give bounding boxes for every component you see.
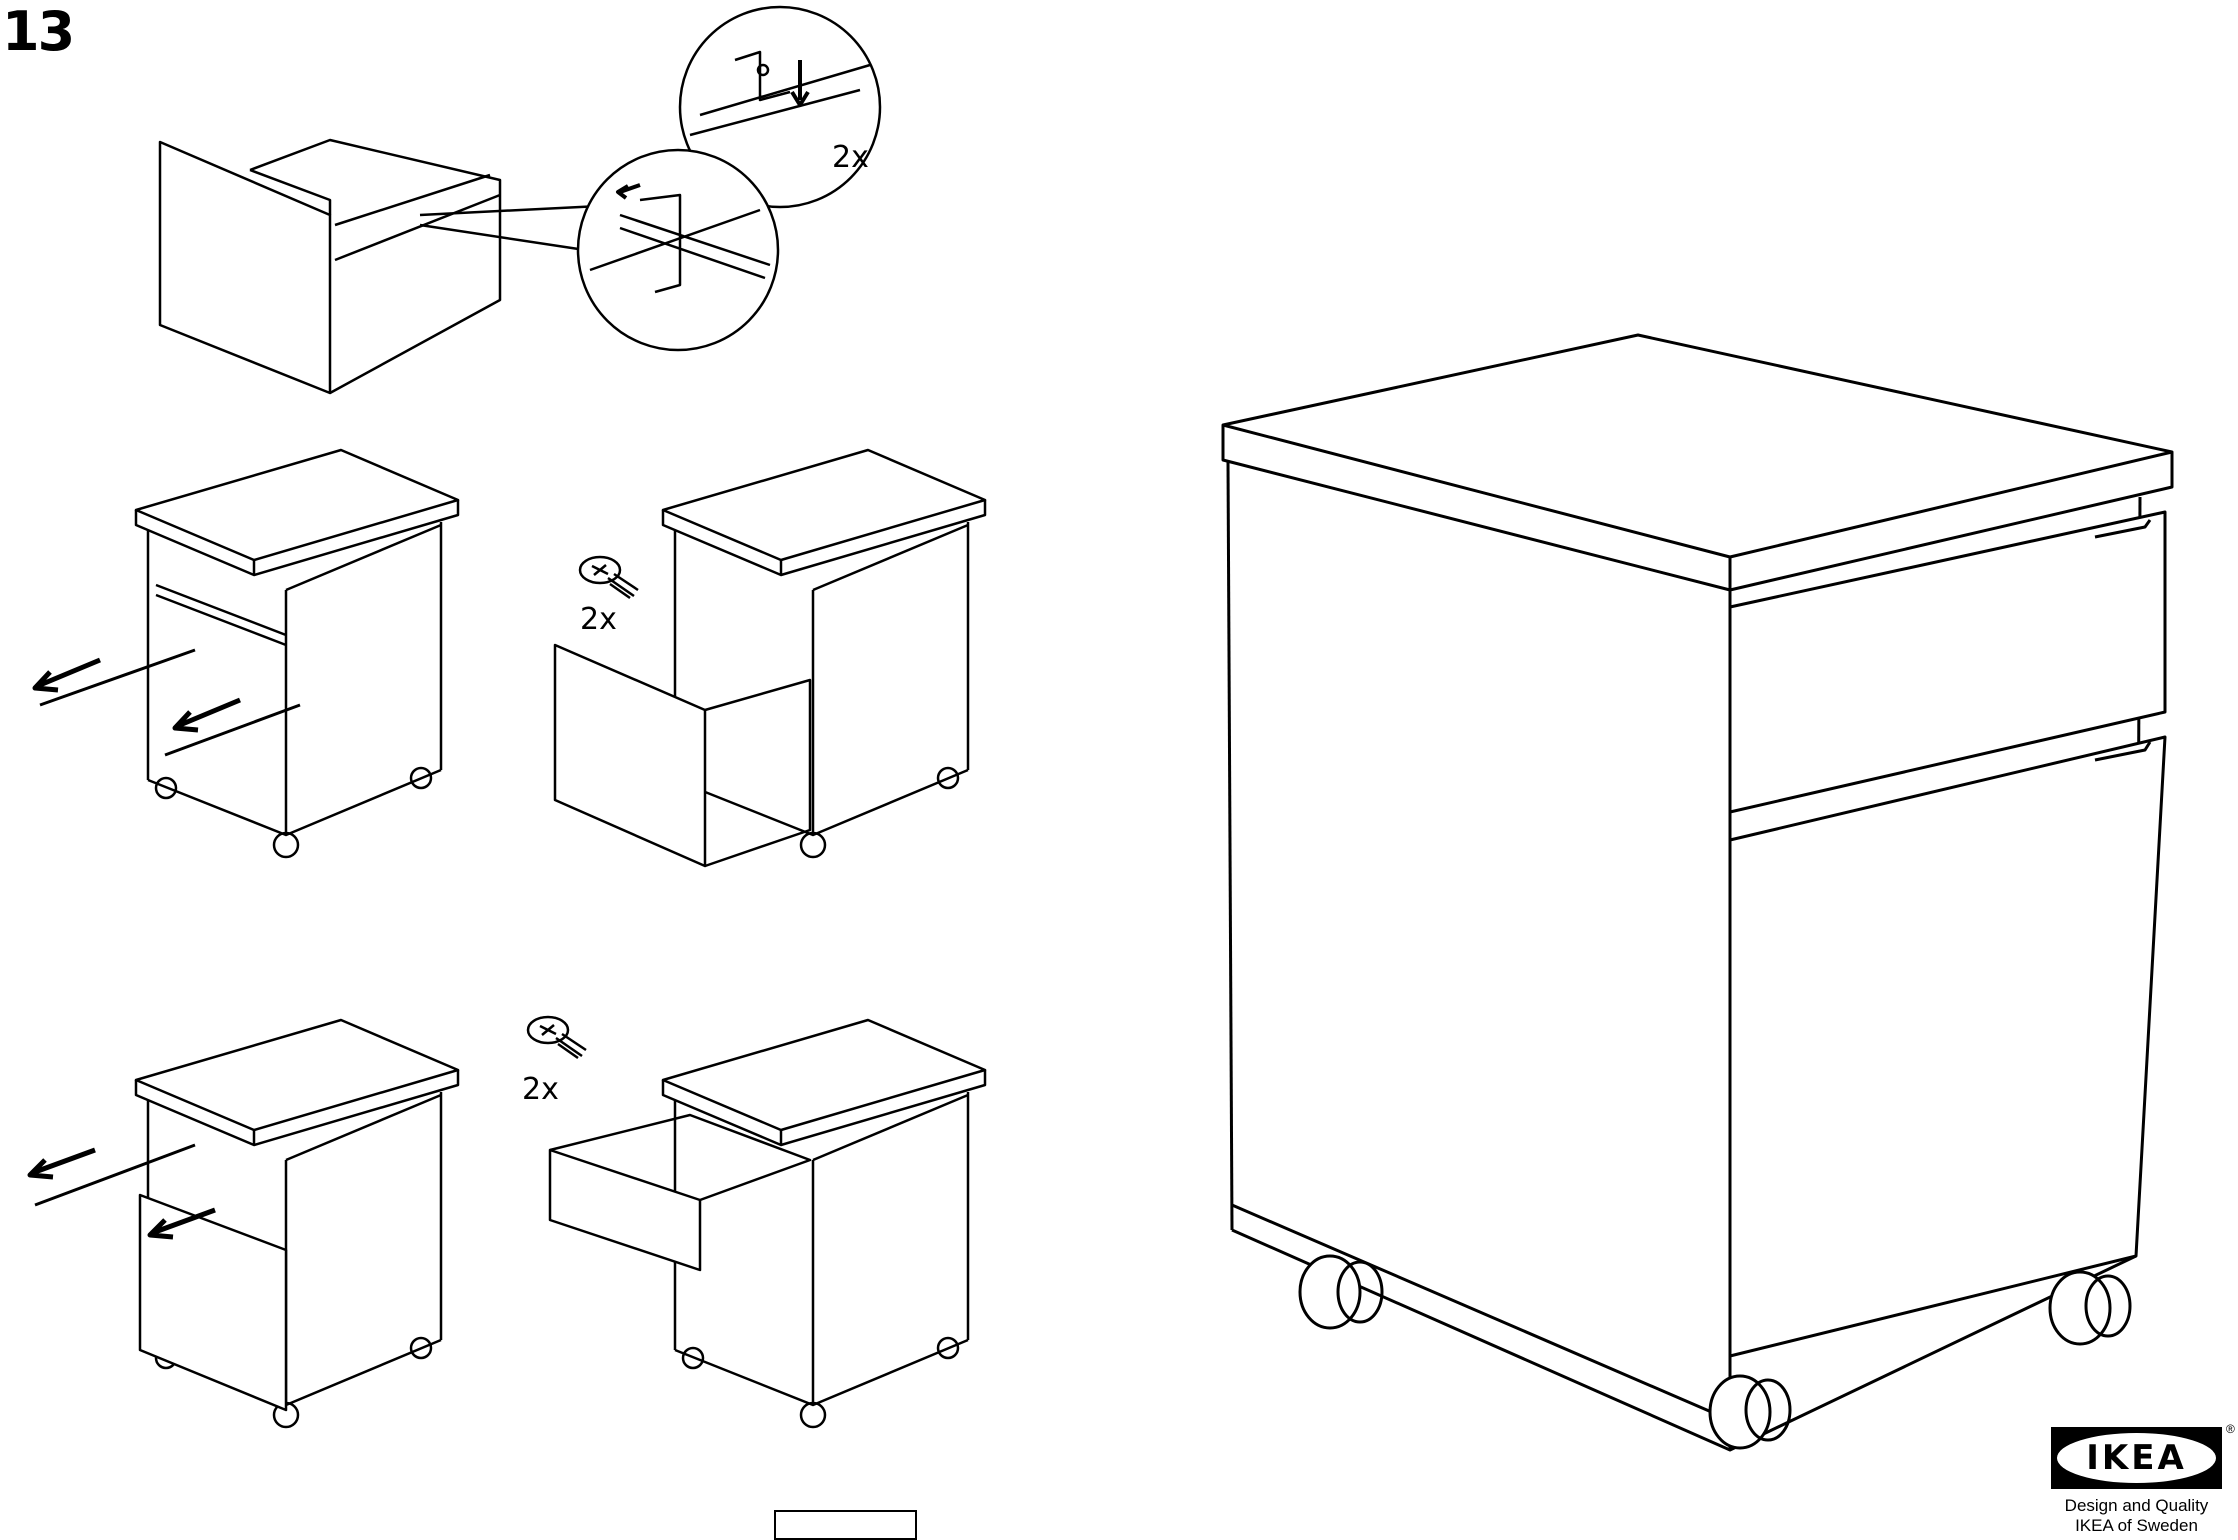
slide-arrows-c <box>27 1143 216 1240</box>
quantity-label-screw: 2x <box>580 602 617 637</box>
logo-text: IKEA <box>2086 1438 2187 1478</box>
cabinet-step-d <box>661 1018 987 1429</box>
registered-mark: ® <box>2226 1422 2235 1436</box>
screw-icon <box>526 1015 588 1060</box>
drawer-illustration <box>158 138 621 395</box>
cabinet-step-b <box>661 448 987 859</box>
quantity-label-screw: 2x <box>522 1072 559 1107</box>
drawer-front-b <box>553 643 812 868</box>
detail-circle-clip <box>678 5 882 209</box>
detail-circle-rod <box>576 148 780 352</box>
drawer-front-d <box>548 1113 812 1272</box>
assembled-cabinet <box>1221 333 2174 1452</box>
page-number-box <box>774 1510 917 1540</box>
step-number: 13 <box>2 0 75 63</box>
cabinet-step-a <box>134 448 460 859</box>
cabinet-step-c <box>134 1018 460 1429</box>
ikea-logo: IKEA <box>2051 1427 2222 1489</box>
tagline-line1: Design and Quality <box>2064 1496 2209 1515</box>
slide-arrows-a <box>32 648 301 757</box>
tagline-line2: IKEA of Sweden <box>2075 1516 2198 1535</box>
screw-icon <box>578 555 640 600</box>
quantity-label-clip: 2x <box>832 140 869 175</box>
